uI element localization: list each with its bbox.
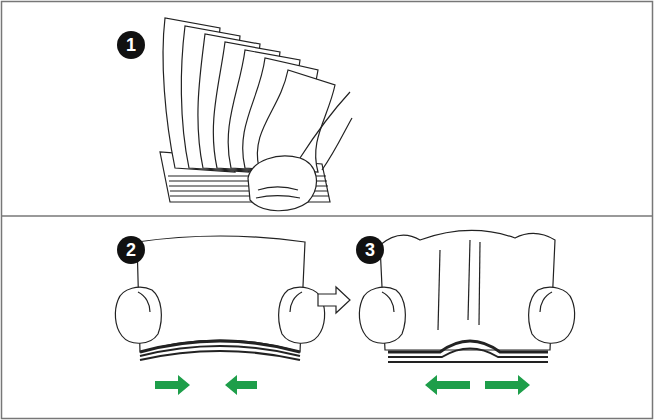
fanning-paper	[160, 18, 352, 211]
callout-number: 1	[118, 32, 144, 58]
callout-circle	[117, 31, 145, 59]
callout-circle	[356, 236, 384, 264]
pull-arrow	[425, 375, 470, 395]
callout-number: 2	[118, 237, 144, 263]
released-stack	[359, 230, 574, 362]
pull-arrow	[485, 375, 530, 395]
next-step-arrow	[318, 287, 350, 313]
callout-circle	[117, 236, 145, 264]
bent-stack	[115, 236, 324, 360]
push-arrow	[225, 375, 257, 395]
divider	[2, 215, 652, 217]
callout-number: 3	[357, 237, 383, 263]
push-arrow	[155, 375, 190, 395]
